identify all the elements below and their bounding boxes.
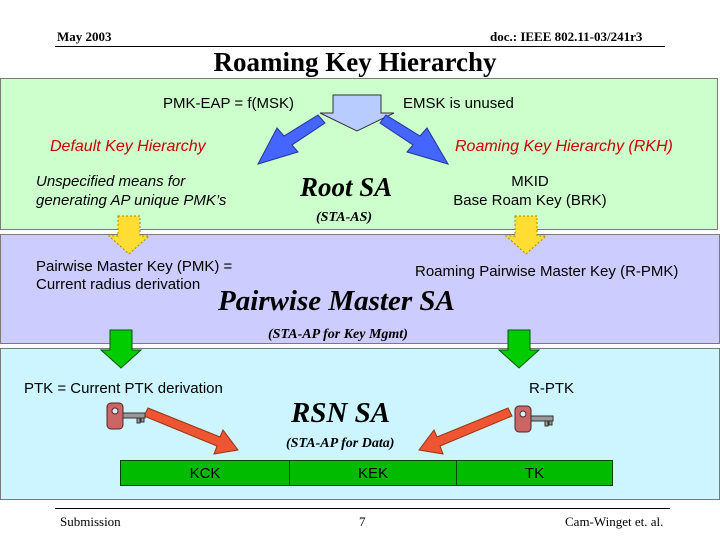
footer-author: Cam-Winget et. al. (565, 514, 664, 529)
slide-title: Roaming Key Hierarchy (213, 47, 497, 77)
key-icon (106, 402, 146, 430)
arrow-to-roaming-hierarchy (379, 114, 450, 165)
header-rule (55, 46, 665, 47)
arrow-to-default-hierarchy (257, 114, 326, 165)
kck-box: KCK (120, 460, 290, 486)
green-arrow-right (497, 329, 541, 369)
root-sa-label: Root SA (300, 172, 393, 202)
sta-ap-data-label: (STA-AP for Data) (286, 436, 395, 451)
arrow-ptk-to-rsn (143, 407, 239, 455)
green-arrow-left (99, 329, 143, 369)
pmk-line-1: Pairwise Master Key (PMK) = (36, 258, 233, 275)
footer-rule (55, 508, 670, 509)
pmk-eap-label: PMK-EAP = f(MSK) (163, 95, 295, 112)
emsk-label: EMSK is unused (403, 95, 514, 112)
tk-box: TK (456, 460, 613, 486)
unspecified-line-2: generating AP unique PMK’s (36, 192, 227, 209)
rsn-sa-label: RSN SA (291, 397, 391, 429)
kek-box: KEK (289, 460, 457, 486)
footer-page-number: 7 (359, 514, 366, 529)
mkid-label: MKID (511, 173, 549, 190)
default-hierarchy-label: Default Key Hierarchy (50, 138, 206, 155)
yellow-arrow-left (107, 215, 151, 255)
arrow-rptk-to-rsn (418, 407, 513, 455)
down-arrow-icon (319, 94, 395, 132)
header-doc-id: doc.: IEEE 802.11-03/241r3 (490, 29, 643, 44)
pmk-line-2: Current radius derivation (36, 276, 201, 293)
key-icon (514, 405, 554, 433)
pairwise-master-sa-band (0, 234, 720, 344)
footer-submission: Submission (60, 514, 121, 529)
ptk-label: PTK = Current PTK derivation (24, 380, 223, 397)
sta-as-label: (STA-AS) (316, 210, 373, 225)
brk-label: Base Roam Key (BRK) (453, 192, 607, 209)
unspecified-line-1: Unspecified means for (36, 173, 186, 190)
pairwise-master-sa-label: Pairwise Master SA (218, 285, 455, 317)
sta-ap-mgmt-label: (STA-AP for Key Mgmt) (268, 327, 408, 342)
roaming-hierarchy-label: Roaming Key Hierarchy (RKH) (455, 138, 673, 155)
header-date: May 2003 (57, 29, 112, 44)
rpmk-label: Roaming Pairwise Master Key (R-PMK) (415, 263, 679, 280)
yellow-arrow-right (504, 215, 548, 255)
rptk-label: R-PTK (529, 380, 574, 397)
